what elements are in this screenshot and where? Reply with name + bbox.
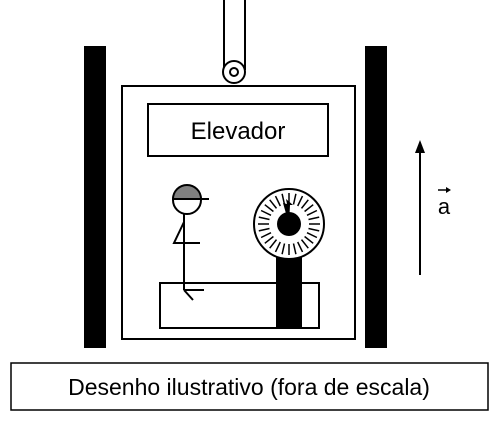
dial-tick [304,235,314,244]
caption-text: Desenho ilustrativo (fora de escala) [68,374,430,400]
left-rail [84,46,106,348]
dial-tick [292,193,297,205]
elevator-label: Elevador [191,118,286,145]
right-rail [365,46,387,348]
acceleration-arrow-icon [415,140,451,275]
dial-tick [308,216,320,221]
pulley-icon [222,0,246,84]
elevator-cabin [121,85,356,340]
dial-tick [264,235,274,244]
dial-tick [260,232,272,239]
dial-tick [308,227,320,232]
dial-tick [258,216,270,221]
dial-tick [258,227,270,232]
person-icon [171,184,209,301]
dial-tick [269,199,278,209]
dial-tick [300,199,309,209]
dial-tick [274,195,281,207]
dial-tick [269,239,278,249]
dial-tick [297,241,304,253]
dial-tick [306,232,318,239]
caption-box: Desenho ilustrativo (fora de escala) [10,362,489,411]
scale-pillar [276,250,302,327]
bench [159,282,320,329]
dial-tick [281,243,286,255]
dial-tick [292,243,297,255]
dial-tick [304,204,314,213]
dial-tick [260,209,272,216]
dial-tick [297,195,304,207]
dial-tick [306,209,318,216]
dial-tick [300,239,309,249]
dial-tick [264,204,274,213]
dial-tick [274,241,281,253]
elevator-sign: Elevador [147,103,329,157]
dial-tick [281,193,286,205]
scale-dial-icon [253,188,325,327]
acceleration-label: a [438,194,451,219]
